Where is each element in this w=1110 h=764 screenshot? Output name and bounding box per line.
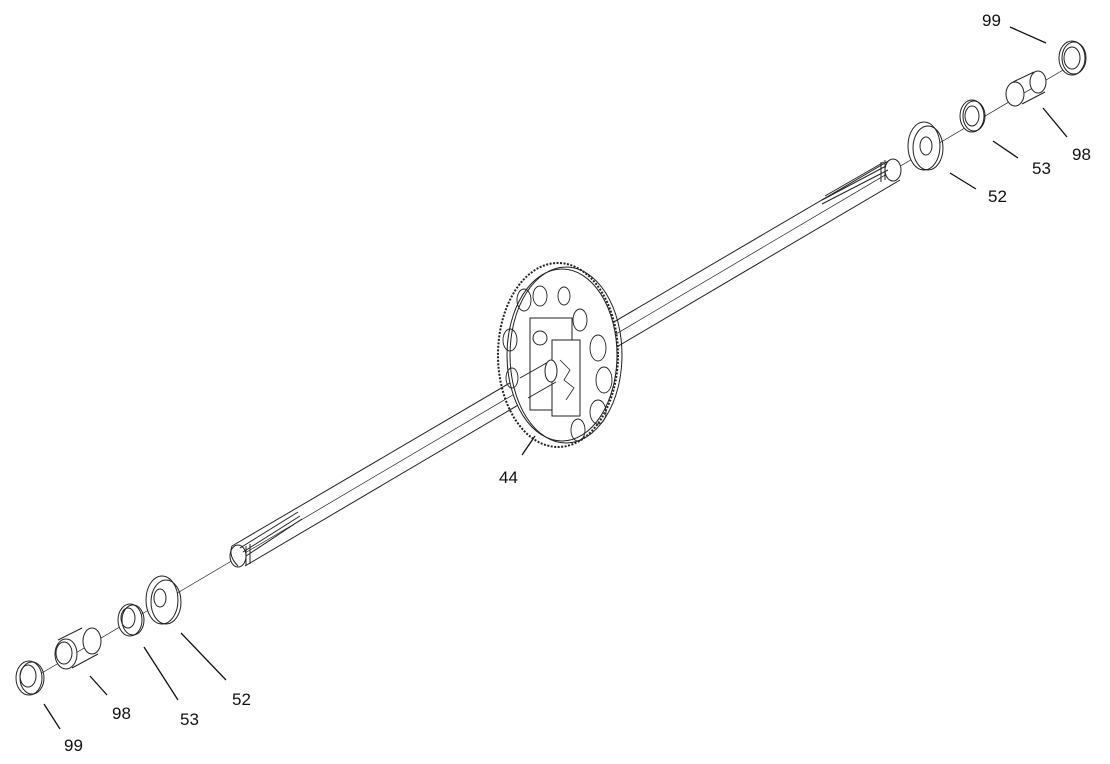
washer-52-top (907, 121, 944, 171)
callout-98-bot: 98 (112, 704, 131, 723)
callout-53-top: 53 (1032, 159, 1051, 178)
callout-53-bot: 53 (180, 710, 199, 729)
ring-99-top (1058, 40, 1087, 76)
spur-gear (497, 262, 623, 448)
callout-52-top: 52 (988, 187, 1007, 206)
callout-52-bot: 52 (232, 690, 251, 709)
ring-99-bot (15, 660, 45, 696)
bearing-53-top (959, 99, 986, 133)
spacer-98-top (1005, 70, 1047, 107)
leader-lines (43, 26, 1068, 730)
callout-99-bot: 99 (64, 736, 83, 755)
bearing-53-bot (117, 603, 145, 637)
washer-52-bot (145, 575, 182, 625)
spacer-98-bot (54, 627, 102, 670)
callout-98-top: 98 (1072, 145, 1091, 164)
callout-99-top: 99 (982, 11, 1001, 30)
callout-44: 44 (499, 468, 518, 487)
